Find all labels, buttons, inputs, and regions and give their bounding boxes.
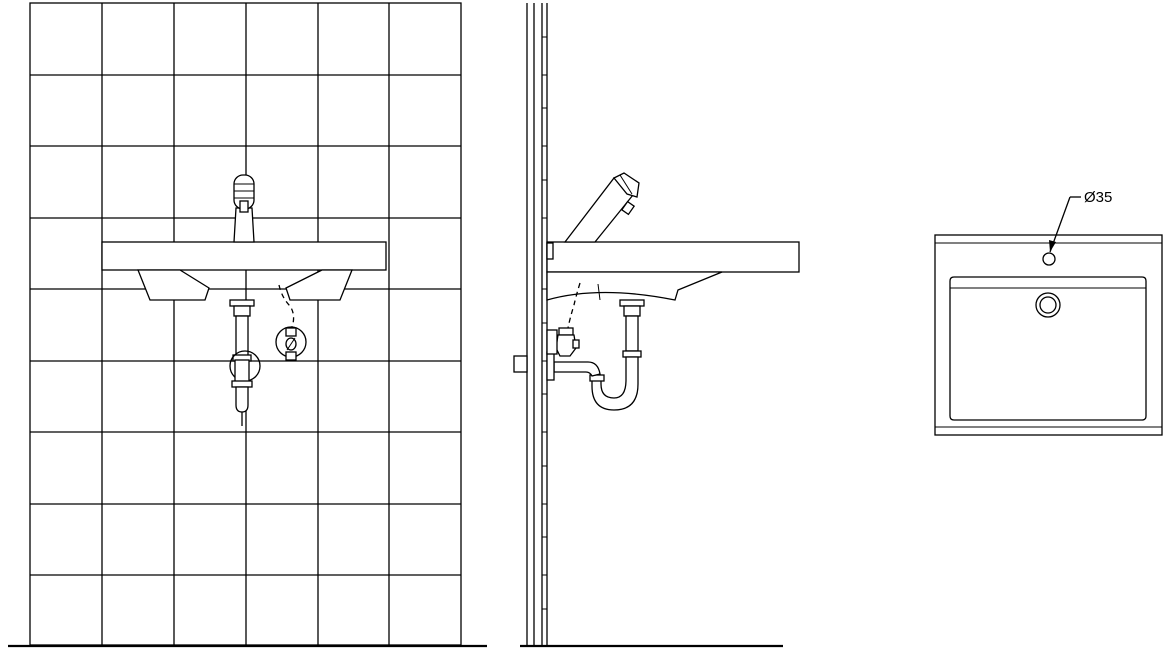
drain-trap-side xyxy=(513,299,645,411)
basin-side xyxy=(546,241,800,301)
faucet-front xyxy=(233,174,255,243)
faucet-side xyxy=(563,172,640,243)
basin-front xyxy=(101,241,387,301)
drain-top xyxy=(1035,292,1061,318)
wall-section xyxy=(526,3,548,645)
basin-outline-top xyxy=(934,234,1163,436)
dimension-leader xyxy=(1049,196,1081,253)
drain-trap-front xyxy=(229,299,261,426)
tap-hole-dimension: Ø35 xyxy=(1084,189,1112,206)
front-elevation-view xyxy=(8,2,487,648)
angle-valve-front xyxy=(275,284,307,361)
basin-bowl-top xyxy=(949,276,1147,421)
top-plan-view: Ø35 xyxy=(934,189,1163,436)
side-elevation-view xyxy=(513,3,800,648)
angle-valve-side xyxy=(546,282,581,357)
tile-wall xyxy=(29,2,462,646)
tap-hole-top xyxy=(1042,252,1056,266)
